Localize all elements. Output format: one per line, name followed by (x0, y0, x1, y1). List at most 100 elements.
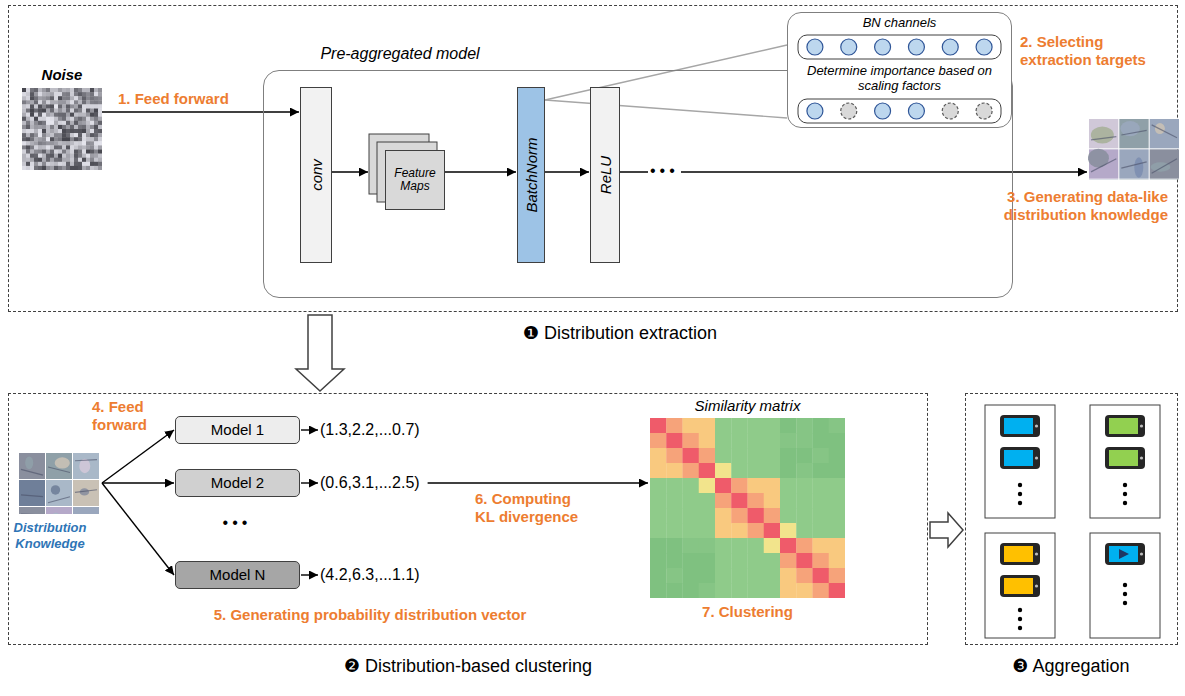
noise-art (62, 88, 66, 92)
noise-art (86, 141, 90, 145)
matrix-art (715, 568, 732, 583)
matrix-art (748, 568, 765, 583)
probability-vector: (0.6,3.1,...2.5) (320, 473, 420, 493)
noise-art (90, 104, 94, 108)
noise-art (58, 117, 62, 121)
noise-art (58, 109, 62, 113)
bn-callout: BN channelsDetermine importance based on… (787, 12, 1012, 128)
tiles-art (1089, 180, 1118, 181)
noise-art (98, 150, 102, 154)
client-group (1140, 424, 1143, 427)
noise-art (26, 100, 30, 104)
matrix-art (813, 508, 830, 523)
noise-art (98, 158, 102, 162)
noise-art (82, 88, 86, 92)
matrix-art (731, 448, 748, 463)
matrix-art (748, 418, 765, 433)
noise-art (50, 92, 54, 96)
matrix-art (731, 463, 748, 478)
matrix-art (699, 523, 716, 538)
noise-art (42, 158, 46, 162)
client-group (1105, 447, 1145, 469)
client-group (1035, 456, 1038, 459)
bn-art (875, 103, 891, 119)
noise-art (74, 88, 78, 92)
noise-art (66, 96, 70, 100)
noise-art (30, 96, 34, 100)
arrow (102, 483, 174, 575)
noise-art (66, 141, 70, 145)
noise-art (70, 158, 74, 162)
noise-art (30, 141, 34, 145)
client-group (1018, 483, 1022, 487)
noise-art (62, 92, 66, 96)
noise-art (90, 92, 94, 96)
tiles-art (73, 453, 99, 479)
client-group (1123, 601, 1127, 605)
tiles-art (1152, 159, 1177, 174)
tiles-art (1119, 119, 1148, 148)
noise-art (70, 137, 74, 141)
client-group (1018, 501, 1022, 505)
noise-art (58, 92, 62, 96)
noise-art (62, 104, 66, 108)
noise-art (50, 166, 54, 170)
noise-art (86, 137, 90, 141)
noise-art (34, 145, 38, 149)
noise-art (94, 141, 98, 145)
box-text: Feature Maps (388, 167, 442, 193)
matrix-art (796, 493, 813, 508)
noise-art (46, 133, 50, 137)
noise-art (94, 154, 98, 158)
noise-art (26, 104, 30, 108)
noise-art (38, 113, 42, 117)
noise-art (38, 88, 42, 92)
noise-art (66, 150, 70, 154)
matrix-art (780, 478, 797, 493)
noise-art (74, 121, 78, 125)
noise-art (94, 158, 98, 162)
noise-art (94, 104, 98, 108)
matrix-art (683, 538, 700, 553)
noise-art (86, 150, 90, 154)
noise-art (30, 145, 34, 149)
matrix-art (650, 583, 667, 598)
box-text: ReLU (597, 156, 614, 194)
noise-art (86, 113, 90, 117)
noise-art (58, 100, 62, 104)
noise-art (50, 109, 54, 113)
noise-art (38, 109, 42, 113)
matrix-art (796, 583, 813, 598)
matrix-art (748, 583, 765, 598)
box-heading: Similarity matrix (650, 397, 845, 415)
noise-art (34, 109, 38, 113)
noise-art (50, 121, 54, 125)
noise-art (58, 96, 62, 100)
noise-art (22, 96, 26, 100)
noise-art (54, 104, 58, 108)
noise-art (82, 166, 86, 170)
matrix-art (764, 478, 781, 493)
noise-art (46, 104, 50, 108)
matrix-art (829, 583, 845, 598)
noise-art (82, 162, 86, 166)
noise-art (94, 88, 98, 92)
noise-art (74, 137, 78, 141)
noise-art (30, 129, 34, 133)
matrix-art (650, 448, 667, 463)
noise-art (58, 133, 62, 137)
matrix-art (715, 418, 732, 433)
noise-art (94, 121, 98, 125)
matrix-art (666, 418, 683, 433)
noise-art (70, 121, 74, 125)
noise-art (98, 88, 102, 92)
noise-art (50, 162, 54, 166)
edge-label: ••• (648, 161, 681, 181)
noise-art (46, 109, 50, 113)
tiles-art (19, 453, 45, 479)
noise-art (50, 150, 54, 154)
noise-art (26, 88, 30, 92)
noise-art (26, 141, 30, 145)
noise-art (94, 92, 98, 96)
noise-art (22, 129, 26, 133)
